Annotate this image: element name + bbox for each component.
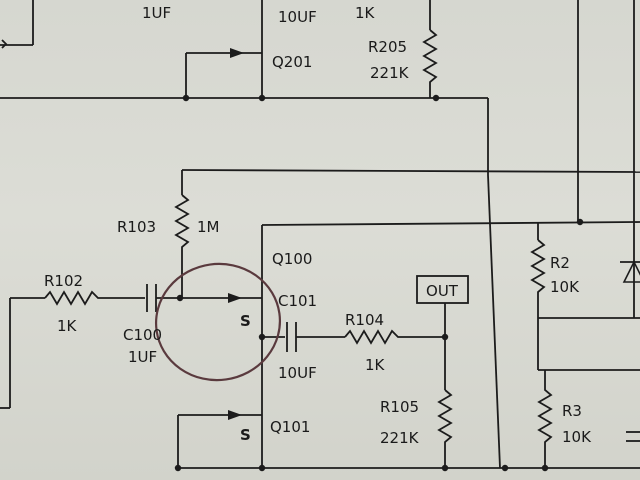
q100-label: Q100 [272,250,312,268]
junction-dot [258,464,266,472]
r2-value: 10K [550,278,580,296]
r205-resistor [422,29,438,98]
c100-value: 1UF [128,348,157,366]
junction-dot [258,333,266,341]
r3-resistor [537,370,553,468]
long-vertical-wire [487,174,501,469]
r3-label: R3 [562,402,582,420]
c-top-mid-value: 10UF [278,8,317,26]
c101-value: 10UF [278,364,317,382]
r102-label: R102 [44,272,83,290]
junction-dot [432,94,440,102]
r2-label: R2 [550,254,570,272]
junction-dot [174,464,182,472]
q201-transistor [185,20,263,98]
zener-diode [620,222,640,318]
r104-resistor [344,329,445,345]
r205-label: R205 [368,38,407,56]
r104-label: R104 [345,311,384,329]
r104-value: 1K [365,356,386,374]
junction-dot [182,94,190,102]
c101-label: C101 [278,292,317,310]
c101-capacitor [286,322,297,352]
r2-resistor [530,239,546,370]
q101-label: Q101 [270,418,310,436]
r105-resistor [437,389,453,468]
c100-label: C100 [123,326,162,344]
middle-bus-wire [181,169,640,173]
junction-dot [501,464,509,472]
c100-capacitor [146,284,180,312]
c-top-left-value: 1UF [142,4,171,22]
r-top-value: 1K [355,4,376,22]
q201-label: Q201 [272,53,312,71]
r103-label: R103 [117,218,156,236]
q100-transistor [176,221,640,380]
top-left-capacitor [0,0,34,49]
r105-value: 221K [380,429,420,447]
r3-value: 10K [562,428,592,446]
r103-resistor [174,194,190,298]
hand-drawn-circle [154,262,282,382]
r205-value: 221K [370,64,410,82]
q101-source-mark: S [240,426,251,444]
output-terminal: OUT [416,275,469,390]
junction-dot [441,464,449,472]
r103-value: 1M [197,218,220,236]
junction-dot [258,94,266,102]
r102-resistor [44,290,145,306]
q101-transistor [177,380,263,468]
r105-label: R105 [380,398,419,416]
right-capacitor-fragment [626,431,640,442]
r102-value: 1K [57,317,78,335]
junction-dot [576,218,584,226]
q100-source-mark: S [240,312,251,330]
out-label: OUT [426,282,459,300]
